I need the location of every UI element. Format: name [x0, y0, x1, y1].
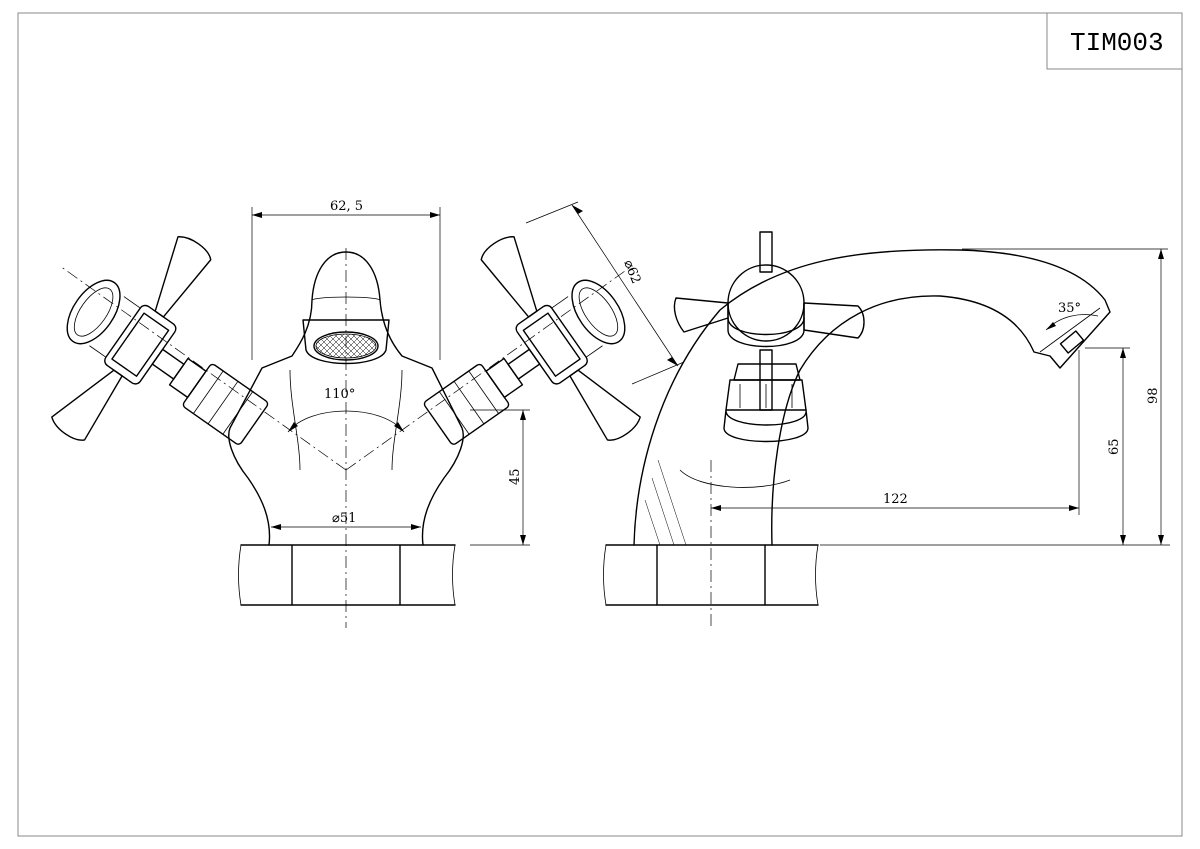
dim-handle-height: 45: [470, 409, 530, 546]
side-valve: [673, 231, 865, 443]
dim-handle-angle-label: 110°: [324, 387, 355, 402]
dim-front-width: 62, 5: [251, 199, 441, 360]
drawing-frame: [17, 12, 1183, 837]
dim-handle-diameter: ⌀62: [525, 201, 685, 385]
dim-outlet-height: 65: [820, 347, 1170, 546]
dim-base-diameter-label: ⌀51: [332, 511, 356, 526]
dim-spout-reach: 122: [711, 350, 1080, 515]
front-base: [238, 544, 456, 606]
title-code: TIM003: [1070, 28, 1164, 58]
dim-handle-diameter-label: ⌀62: [620, 258, 643, 286]
dim-spout-angle: 35°: [1045, 301, 1099, 331]
dim-outlet-height-label: 65: [1107, 438, 1122, 455]
front-body: [228, 251, 464, 546]
dim-base-diameter: ⌀51: [271, 511, 421, 530]
dim-overall-height-label: 98: [1146, 387, 1161, 404]
side-base: [603, 544, 819, 606]
front-view: 62, 5 ⌀62 110° 45: [51, 199, 685, 628]
dim-handle-angle: 110°: [287, 387, 405, 433]
side-spout: [633, 249, 1111, 546]
front-left-handle: [51, 236, 269, 445]
dim-overall-height: 98: [962, 248, 1168, 545]
title-block: TIM003: [1046, 12, 1183, 70]
front-right-handle: [423, 236, 641, 445]
dim-spout-angle-label: 35°: [1058, 301, 1081, 316]
dim-handle-height-label: 45: [508, 468, 523, 485]
dim-front-width-label: 62, 5: [330, 199, 363, 214]
side-view: 35° 122 65 98: [603, 231, 1170, 628]
dim-spout-reach-label: 122: [883, 492, 908, 507]
